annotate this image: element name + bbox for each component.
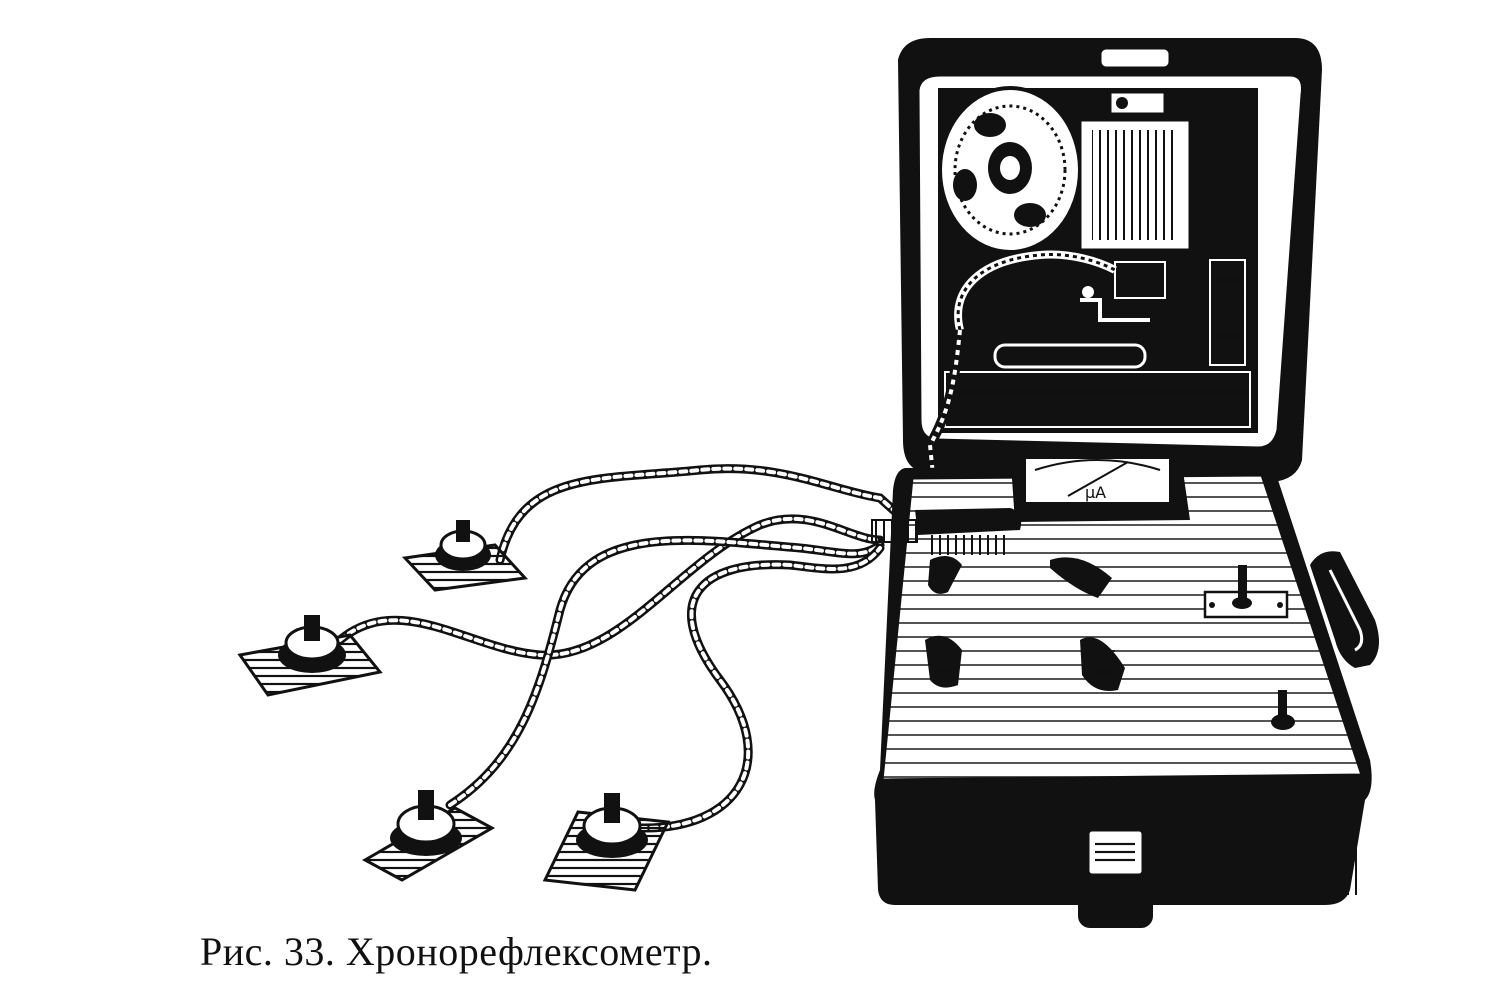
control-knobs bbox=[925, 556, 1125, 691]
case-handle bbox=[1310, 551, 1379, 668]
meter-unit-label: μA bbox=[1085, 483, 1106, 502]
cable-1 bbox=[495, 464, 915, 565]
push-button-2 bbox=[237, 615, 383, 697]
toggle-switch-2 bbox=[1271, 690, 1295, 730]
case-body: μA bbox=[871, 450, 1372, 928]
cable-2 bbox=[335, 514, 885, 660]
figure-caption: Рис. 33. Хронорефлексометр. bbox=[200, 929, 713, 974]
push-button-4 bbox=[542, 793, 671, 892]
push-button-1 bbox=[401, 520, 529, 592]
cables bbox=[335, 464, 915, 833]
toggle-switch-1 bbox=[1203, 565, 1289, 619]
cable-4 bbox=[635, 543, 885, 833]
microammeter: μA bbox=[1010, 450, 1190, 522]
case-lid bbox=[897, 38, 1323, 496]
connector-plug bbox=[871, 508, 1022, 555]
push-button-3 bbox=[361, 790, 496, 882]
